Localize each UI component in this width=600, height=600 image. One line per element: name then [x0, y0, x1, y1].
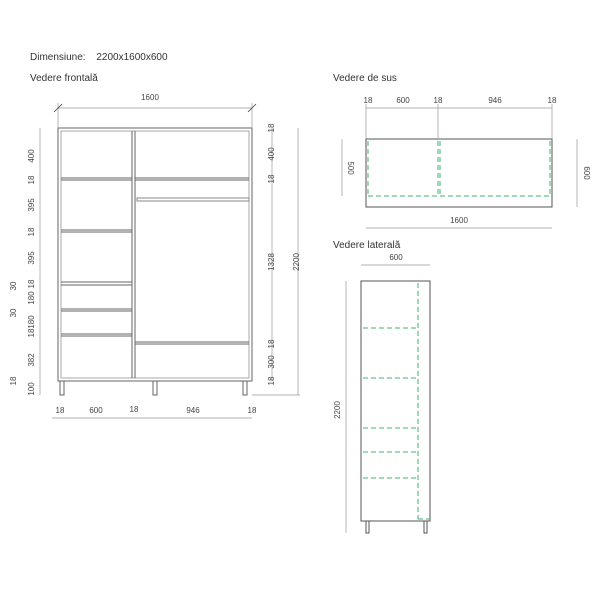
svg-text:395: 395 — [27, 251, 36, 265]
svg-text:300: 300 — [267, 355, 276, 369]
svg-text:180: 180 — [27, 315, 36, 329]
svg-text:100: 100 — [27, 382, 36, 396]
svg-text:18: 18 — [267, 339, 276, 348]
svg-text:600: 600 — [89, 406, 103, 415]
svg-text:30: 30 — [9, 281, 18, 290]
svg-text:18: 18 — [267, 123, 276, 132]
top-view-drawing — [341, 104, 578, 229]
svg-text:1328: 1328 — [267, 253, 276, 271]
svg-text:500: 500 — [346, 161, 355, 175]
side-view-title: Vedere laterală — [333, 240, 401, 251]
svg-text:18: 18 — [267, 174, 276, 183]
svg-text:18: 18 — [130, 405, 139, 414]
front-view-dimension-lines — [39, 103, 300, 419]
svg-text:382: 382 — [27, 353, 36, 367]
svg-text:946: 946 — [186, 406, 200, 415]
svg-text:2200: 2200 — [333, 401, 342, 419]
svg-text:600: 600 — [582, 166, 591, 180]
svg-text:600: 600 — [396, 96, 410, 105]
dimension-header: Dimensiune: 2200x1600x600 — [30, 52, 168, 63]
svg-text:946: 946 — [488, 96, 502, 105]
svg-text:18: 18 — [248, 406, 257, 415]
svg-text:180: 180 — [27, 291, 36, 305]
svg-text:1600: 1600 — [450, 216, 468, 225]
svg-text:18: 18 — [267, 376, 276, 385]
dimension-value: 2200x1600x600 — [96, 52, 168, 63]
svg-text:400: 400 — [267, 147, 276, 161]
svg-text:18: 18 — [548, 96, 557, 105]
svg-text:18: 18 — [9, 376, 18, 385]
svg-text:600: 600 — [389, 253, 403, 262]
front-view-title: Vedere frontală — [30, 73, 98, 84]
front-left-dims: 400 18 395 18 395 18 180 18 180 382 18 1… — [9, 149, 36, 396]
svg-text:18: 18 — [364, 96, 373, 105]
dimension-label: Dimensiune: — [30, 52, 86, 63]
svg-text:395: 395 — [27, 198, 36, 212]
top-view-title: Vedere de sus — [333, 73, 397, 84]
svg-text:18: 18 — [27, 227, 36, 236]
front-view-drawing — [57, 127, 253, 396]
front-right-dims: 18 400 18 1328 18 300 18 2200 — [267, 123, 301, 385]
side-view-drawing — [345, 264, 431, 534]
front-width-dim: 1600 — [141, 93, 159, 102]
front-height-dim: 2200 — [292, 253, 301, 271]
svg-text:400: 400 — [27, 149, 36, 163]
side-view-dims: 600 2200 — [333, 253, 403, 419]
svg-text:18: 18 — [27, 279, 36, 288]
top-view-dims: 18 600 18 946 18 500 600 1600 — [346, 96, 591, 225]
front-bottom-dims: 18 600 18 946 18 — [56, 405, 257, 415]
svg-text:18: 18 — [56, 406, 65, 415]
svg-text:18: 18 — [27, 175, 36, 184]
svg-text:18: 18 — [434, 96, 443, 105]
svg-text:18: 18 — [27, 328, 36, 337]
svg-text:30: 30 — [9, 308, 18, 317]
